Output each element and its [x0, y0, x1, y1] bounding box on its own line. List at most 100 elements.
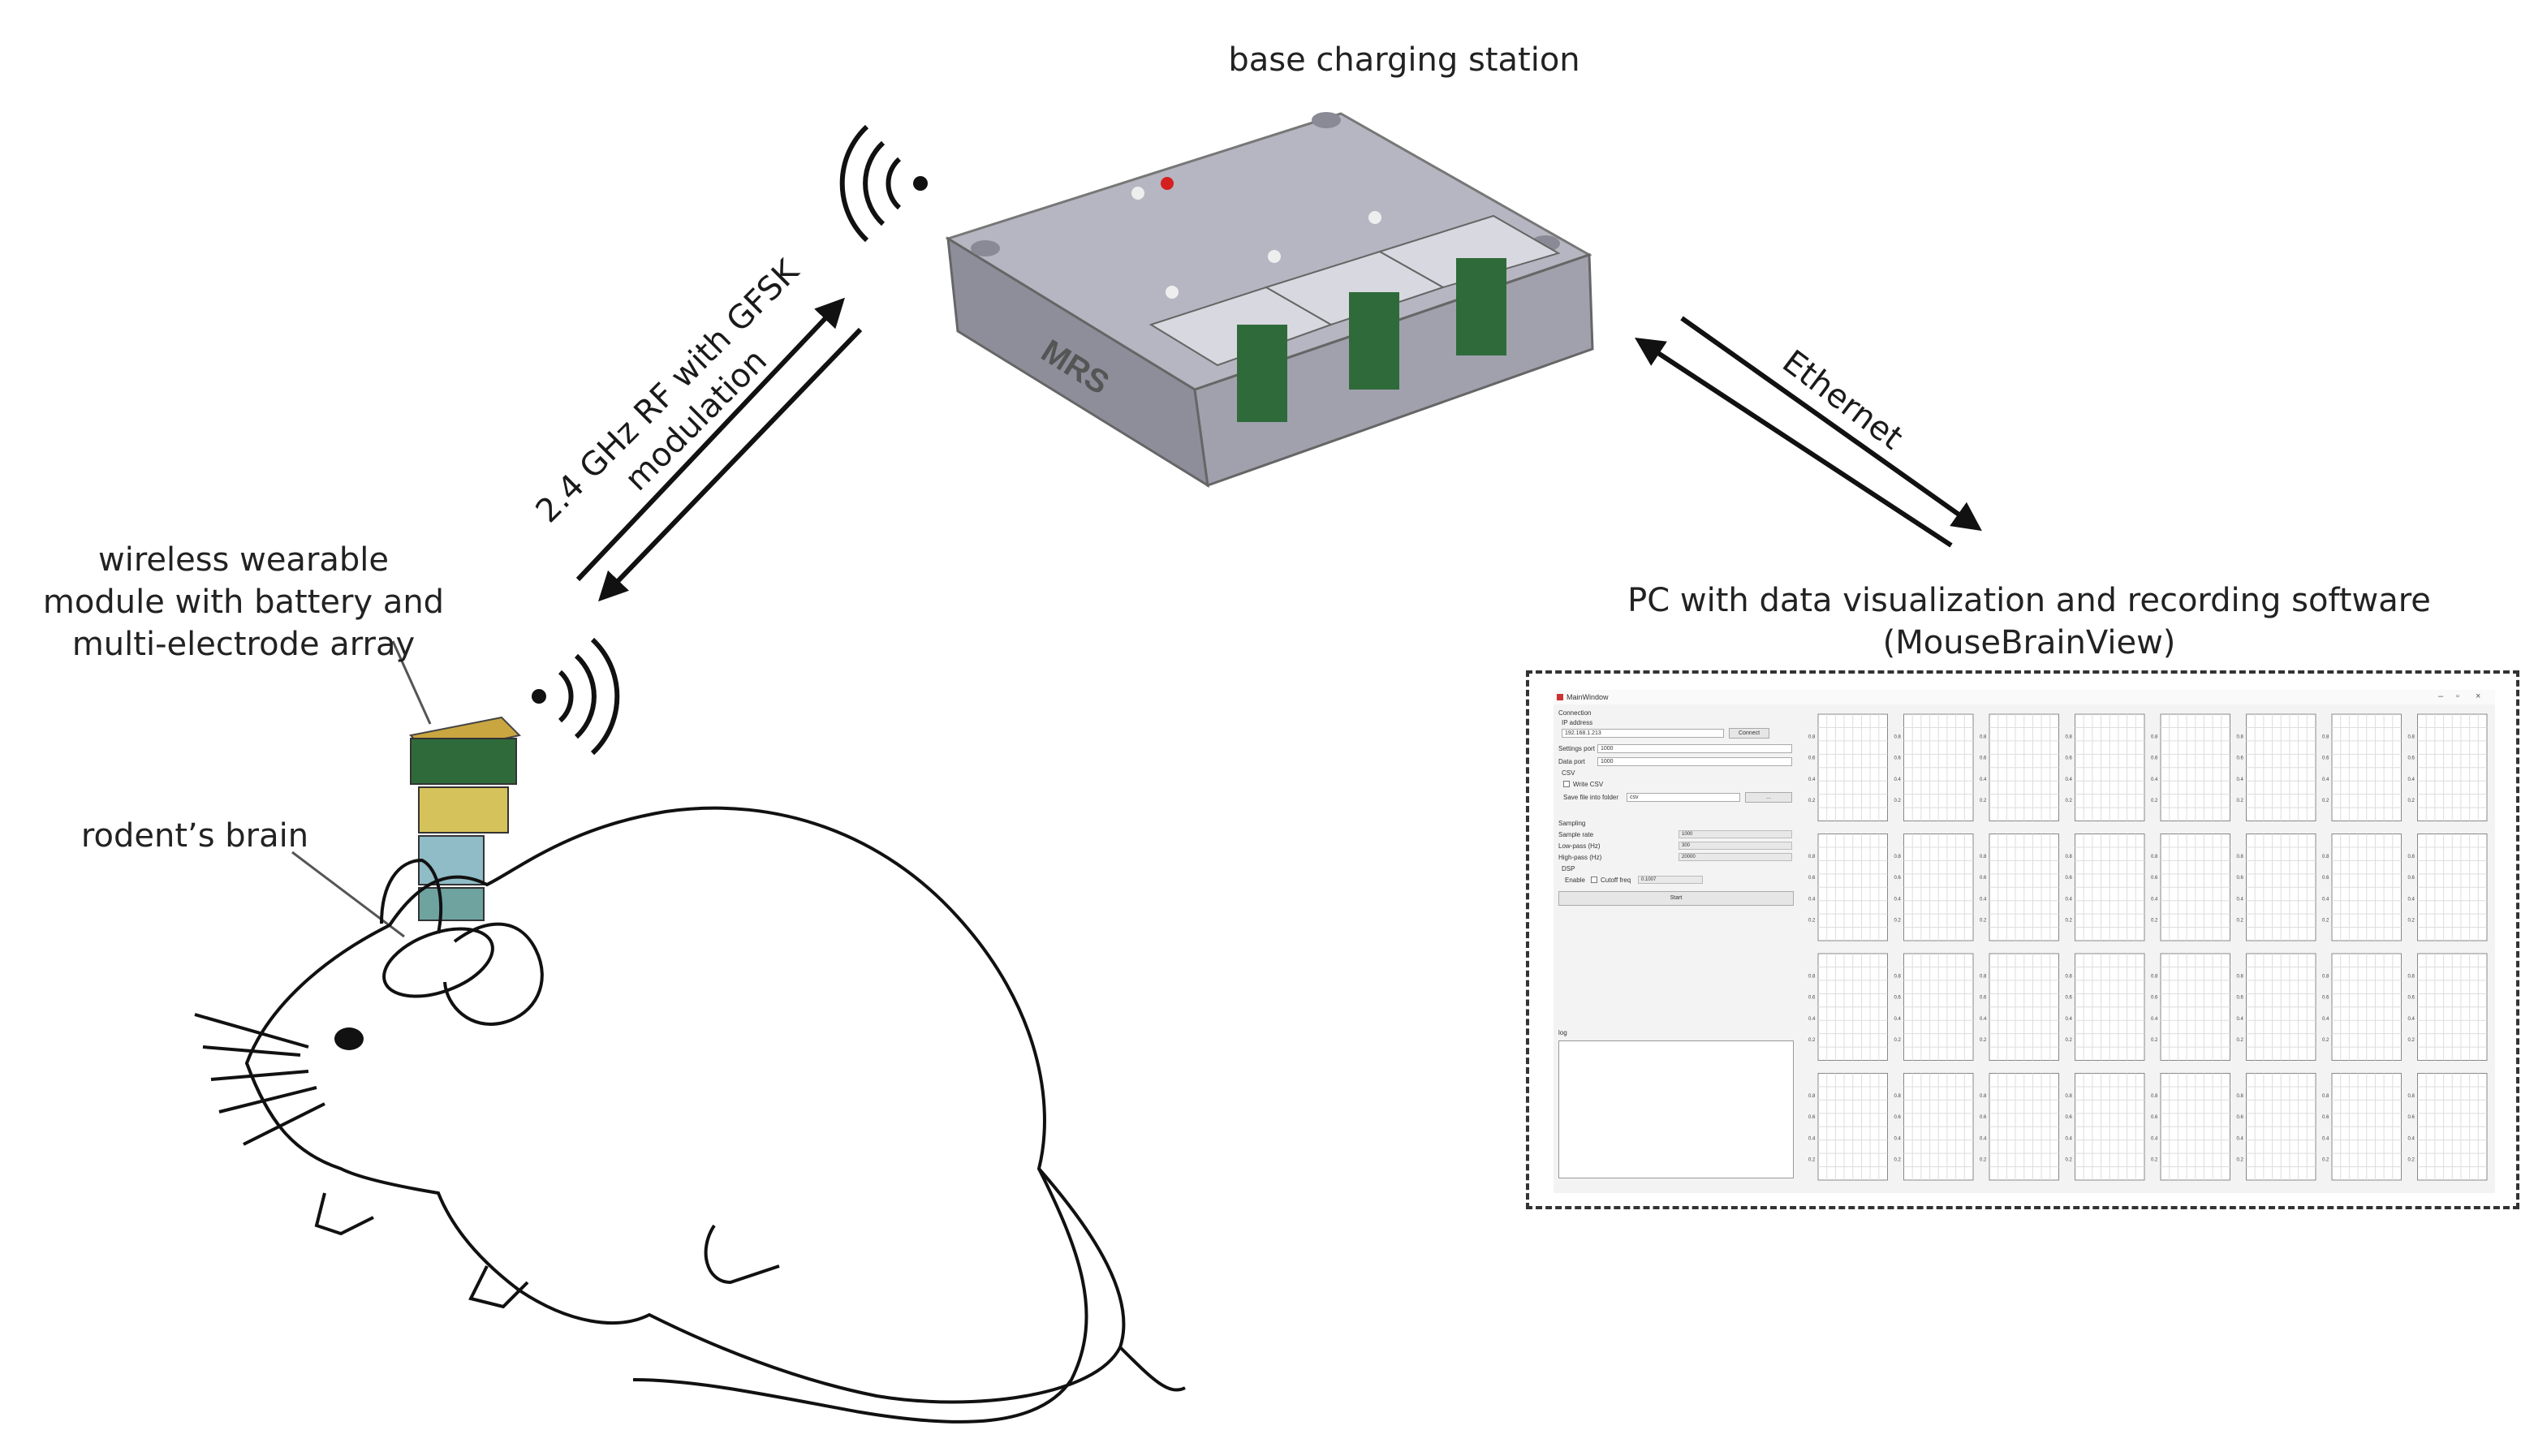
plot-tick-label: 0.2 [1980, 1158, 1987, 1163]
plot-tick-label: 0.8 [2237, 734, 2244, 739]
plot-tick-label: 0.6 [2066, 1115, 2073, 1120]
plot-tick-label: 0.2 [1808, 919, 1816, 924]
log-header: log [1558, 1029, 1567, 1036]
dsp-enable-checkbox[interactable] [1591, 877, 1597, 883]
settings-port-input[interactable]: 1000 [1597, 744, 1792, 753]
plot-tick-label: 0.2 [1808, 1038, 1816, 1043]
plot-tick-label: 0.6 [2151, 876, 2158, 881]
plot-tick-label: 0.2 [2322, 1158, 2329, 1163]
plot-tick-label: 0.8 [2151, 734, 2158, 739]
channel-plot: 0.80.60.40.2 [2322, 953, 2402, 1061]
plot-tick-label: 0.4 [2322, 1136, 2329, 1141]
plot-tick-label: 0.8 [1980, 734, 1987, 739]
plot-tick-label: 0.4 [1980, 1136, 1987, 1141]
plot-tick-label: 0.4 [1894, 1017, 1902, 1022]
wireless-signal-icon-module [532, 637, 620, 756]
plot-tick-label: 0.2 [2322, 799, 2329, 803]
plot-tick-label: 0.2 [2322, 1038, 2329, 1043]
plot-tick-label: 0.8 [2066, 1094, 2073, 1099]
plot-tick-label: 0.8 [2322, 855, 2329, 859]
plot-tick-label: 0.8 [2151, 974, 2158, 979]
plot-tick-label: 0.6 [1808, 996, 1816, 1001]
plot-tick-label: 0.2 [1808, 1158, 1816, 1163]
channel-plot: 0.8 0.6 0.4 0.2 [1894, 953, 1974, 1061]
plot-tick-label: 0.2 [2066, 1158, 2073, 1163]
plot-tick-label: 0.8 [1894, 974, 1902, 979]
plot-tick-label: 0.4 [2151, 1136, 2158, 1141]
browse-button[interactable]: ... [1745, 792, 1792, 803]
plot-tick-label: 0.2 [1894, 919, 1902, 924]
plot-tick-label: 0.6 [2237, 1115, 2244, 1120]
connection-header: Connection [1558, 709, 1592, 717]
plot-tick-label: 0.4 [1808, 778, 1816, 782]
plot-tick-label: 0.2 [1894, 1038, 1902, 1043]
channel-plot: 0.8 0.6 0.4 0.2 [1808, 713, 1888, 821]
connect-button[interactable]: Connect [1729, 728, 1769, 739]
channel-plot: 0.80.60.40.2 [2237, 1073, 2316, 1181]
plot-tick-label: 0.8 [2322, 734, 2329, 739]
plot-tick-label: 0.6 [1808, 876, 1816, 881]
plot-tick-label: 0.2 [1894, 1158, 1902, 1163]
software-screenshot-frame: MainWindow – ▫ × Connection IP address 1… [1526, 670, 2519, 1209]
channel-plot: 0.80.60.40.2 [1980, 713, 2059, 821]
save-folder-input[interactable]: csv [1627, 793, 1740, 802]
plot-tick-label: 0.4 [1808, 1136, 1816, 1141]
plot-tick-label: 0.6 [1980, 756, 1987, 761]
minimize-icon[interactable]: – [2438, 691, 2444, 701]
channel-plot: 0.80.60.40.2 [2408, 953, 2488, 1061]
module-pointer [391, 640, 432, 725]
wireless-wearable-module [409, 716, 522, 921]
plot-tick-label: 0.4 [1980, 897, 1987, 902]
log-output[interactable] [1558, 1040, 1794, 1178]
plot-tick-label: 0.4 [2066, 778, 2073, 782]
plot-tick-label: 0.8 [1808, 734, 1816, 739]
cutoff-select[interactable]: 0.1007 [1638, 876, 1703, 884]
status-led [1161, 177, 1174, 190]
plot-tick-label: 0.4 [2151, 778, 2158, 782]
plot-tick-label: 0.2 [1980, 919, 1987, 924]
plot-tick-label: 0.4 [2066, 1017, 2073, 1022]
plot-tick-label: 0.4 [1894, 778, 1902, 782]
plot-tick-label: 0.6 [1808, 756, 1816, 761]
wireless-signal-icon-station [839, 124, 928, 243]
channel-plot: 0.80.60.40.2 [2408, 713, 2488, 821]
write-csv-checkbox[interactable] [1563, 781, 1570, 787]
start-button[interactable]: Start [1558, 891, 1794, 906]
sample-rate-select[interactable]: 1000 [1679, 830, 1792, 838]
maximize-icon[interactable]: ▫ [2456, 691, 2459, 701]
plot-tick-label: 0.2 [2151, 1158, 2158, 1163]
channel-plot: 0.80.60.40.2 [2408, 1073, 2488, 1181]
ethernet-arrows [1634, 316, 1982, 548]
close-icon[interactable]: × [2476, 691, 2481, 701]
plot-tick-label: 0.8 [1808, 855, 1816, 859]
plot-tick-label: 0.2 [2151, 919, 2158, 924]
plot-tick-label: 0.6 [1894, 996, 1902, 1001]
plot-tick-label: 0.4 [2408, 1017, 2415, 1022]
plot-tick-label: 0.8 [2408, 974, 2415, 979]
plot-tick-label: 0.6 [1894, 756, 1902, 761]
plot-tick-label: 0.8 [1980, 974, 1987, 979]
cutoff-label: Cutoff freq [1601, 877, 1631, 884]
channel-plot: 0.80.60.40.2 [1980, 953, 2059, 1061]
plot-tick-label: 0.4 [2151, 897, 2158, 902]
plot-tick-label: 0.8 [2237, 1094, 2244, 1099]
plot-tick-label: 0.2 [2408, 919, 2415, 924]
window-title: MainWindow [1567, 693, 1609, 701]
plot-tick-label: 0.2 [2066, 799, 2073, 803]
window-title-bar: MainWindow – ▫ × [1554, 690, 2495, 704]
base-charging-station: MRS [945, 112, 1594, 488]
ip-address-input[interactable]: 192.168.1.213 [1562, 729, 1724, 738]
plot-tick-label: 0.2 [1808, 799, 1816, 803]
channel-plot: 0.80.60.40.2 [2408, 834, 2488, 941]
low-pass-select[interactable]: 300 [1679, 842, 1792, 850]
data-port-input[interactable]: 1000 [1597, 757, 1792, 766]
high-pass-select[interactable]: 20000 [1679, 853, 1792, 861]
plot-tick-label: 0.6 [1980, 996, 1987, 1001]
plot-tick-label: 0.2 [2237, 1158, 2244, 1163]
high-pass-label: High-pass (Hz) [1558, 854, 1602, 861]
plot-tick-label: 0.6 [2237, 996, 2244, 1001]
plot-tick-label: 0.4 [2408, 897, 2415, 902]
channel-plot: 0.80.60.40.2 [1894, 1073, 1974, 1181]
plot-tick-label: 0.6 [2408, 1115, 2415, 1120]
plot-tick-label: 0.8 [2151, 855, 2158, 859]
